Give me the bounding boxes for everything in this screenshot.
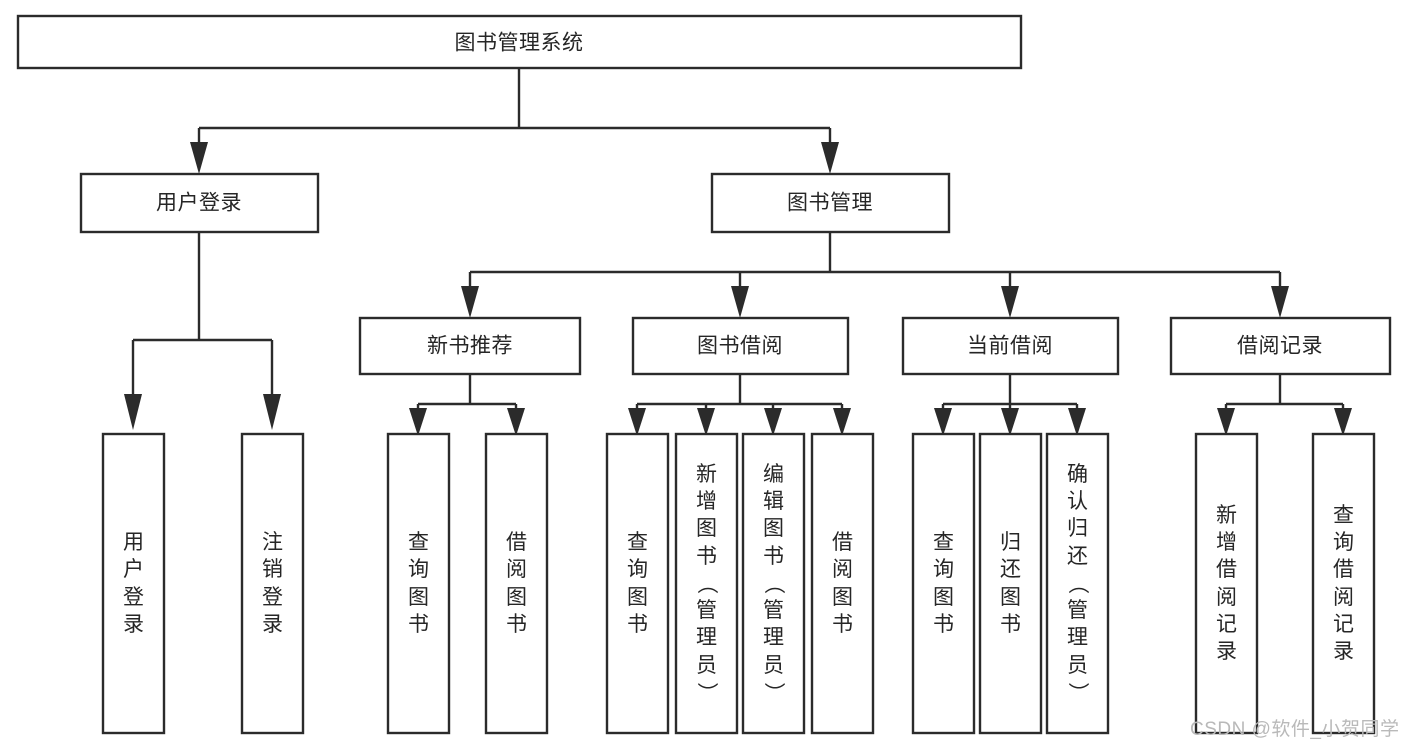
- leaf-box-nb-borrow-book[interactable]: [484, 432, 549, 735]
- arrow-leaf-user-login: [124, 394, 142, 430]
- leaf-box-nb-query-book[interactable]: [386, 432, 451, 735]
- connector-group-new-book: [409, 374, 525, 436]
- node-root-label: 图书管理系统: [455, 32, 584, 55]
- node-user-login-label: 用户登录: [156, 192, 242, 215]
- arrow-leaf-logout: [263, 394, 281, 430]
- leaf-box-bb-add-book[interactable]: [674, 432, 739, 735]
- node-user-login-box[interactable]: [79, 172, 320, 234]
- arrow-bb-leaf-4: [833, 408, 851, 436]
- arrow-bb-leaf-3: [764, 408, 782, 436]
- node-borrow-record-label: 借阅记录: [1237, 335, 1323, 358]
- leaf-box-bb-edit-book[interactable]: [741, 432, 806, 735]
- arrow-to-current-borrow: [1001, 286, 1019, 318]
- arrow-to-book-borrow: [731, 286, 749, 318]
- connector-group-root: [190, 68, 839, 174]
- arrow-to-new-book: [461, 286, 479, 318]
- connector-group-current-borrow: [934, 374, 1086, 436]
- node-current-borrow-label: 当前借阅: [967, 335, 1053, 358]
- leaf-box-cb-confirm-return[interactable]: [1045, 432, 1110, 735]
- arrow-bb-leaf-1: [628, 408, 646, 436]
- node-book-borrow-label: 图书借阅: [697, 335, 783, 358]
- node-new-book-box[interactable]: [358, 316, 582, 376]
- leaf-box-logout[interactable]: [240, 432, 305, 735]
- arrow-cb-leaf-2: [1001, 408, 1019, 436]
- arrow-cb-leaf-1: [934, 408, 952, 436]
- node-book-mgmt-label: 图书管理: [787, 192, 873, 215]
- node-new-book-label: 新书推荐: [427, 335, 513, 358]
- leaf-box-user-login[interactable]: [101, 432, 166, 735]
- leaf-box-br-add-record[interactable]: [1194, 432, 1259, 735]
- node-current-borrow-box[interactable]: [901, 316, 1120, 376]
- arrow-bb-leaf-2: [697, 408, 715, 436]
- node-borrow-record-box[interactable]: [1169, 316, 1392, 376]
- connector-group-borrow-record: [1217, 374, 1352, 436]
- arrow-br-leaf-2: [1334, 408, 1352, 436]
- node-root-box[interactable]: [16, 14, 1023, 70]
- leaf-box-bb-query-book[interactable]: [605, 432, 670, 735]
- arrow-to-user-login: [190, 142, 208, 174]
- connector-group-user-login: [124, 232, 281, 430]
- node-book-mgmt-box[interactable]: [710, 172, 951, 234]
- connector-group-book-borrow: [628, 374, 851, 436]
- arrow-br-leaf-1: [1217, 408, 1235, 436]
- arrow-to-book-mgmt: [821, 142, 839, 174]
- node-book-borrow-box[interactable]: [631, 316, 850, 376]
- leaf-box-cb-return-book[interactable]: [978, 432, 1043, 735]
- leaf-box-bb-borrow-book[interactable]: [810, 432, 875, 735]
- arrow-nb-leaf-1: [409, 408, 427, 436]
- arrow-nb-leaf-2: [507, 408, 525, 436]
- arrow-cb-leaf-3: [1068, 408, 1086, 436]
- leaf-box-br-query-record[interactable]: [1311, 432, 1376, 735]
- arrow-to-borrow-record: [1271, 286, 1289, 318]
- leaf-box-cb-query-book[interactable]: [911, 432, 976, 735]
- connector-group-book-mgmt: [461, 232, 1289, 318]
